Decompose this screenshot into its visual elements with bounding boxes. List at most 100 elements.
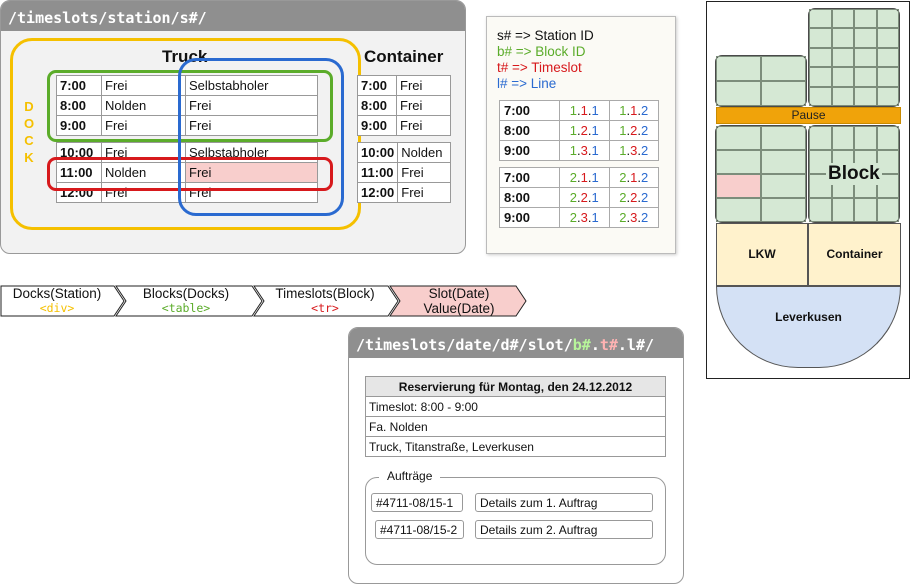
line-highlight bbox=[178, 58, 344, 216]
plan-block-top-left bbox=[715, 55, 807, 107]
time-cell: 8:00 bbox=[357, 95, 397, 116]
reservation-header: Reservierung für Montag, den 24.12.2012 bbox=[365, 376, 666, 397]
legend-row: 9:00 2.3.1 2.3.2 bbox=[498, 207, 659, 228]
flow-step-3-shape bbox=[253, 285, 399, 317]
code-cell: 1.3.2 bbox=[608, 140, 659, 161]
order-id-field[interactable]: #4711-08/15-1 bbox=[371, 493, 463, 512]
reservation-table: Reservierung für Montag, den 24.12.2012 … bbox=[365, 376, 666, 457]
code-cell: 1.2.2 bbox=[608, 120, 659, 141]
slot-cell[interactable]: Frei bbox=[397, 162, 451, 183]
plan-block-bottom-left bbox=[715, 125, 807, 223]
code-cell: 1.1.2 bbox=[608, 100, 659, 121]
legend-row: 8:00 1.2.1 1.2.2 bbox=[498, 120, 659, 141]
plan-leverkusen-label: Leverkusen bbox=[775, 310, 842, 324]
code-cell: 2.3.1 bbox=[559, 207, 610, 228]
flow-step-1-shape bbox=[0, 285, 125, 317]
code-cell: 1.1.1 bbox=[559, 100, 610, 121]
code-cell: 1.2.1 bbox=[559, 120, 610, 141]
dock-letter: K bbox=[24, 150, 34, 165]
slot-url: /timeslots/date/d#/slot/b#.t#.l#/ bbox=[349, 328, 683, 358]
plan-block-label: Block bbox=[826, 163, 882, 185]
orders-legend: Aufträge bbox=[379, 469, 441, 483]
slot-cell[interactable]: Nolden bbox=[397, 142, 451, 163]
slot-cell[interactable]: Frei bbox=[396, 75, 451, 96]
slot-cell[interactable]: Frei bbox=[396, 95, 451, 116]
time-cell: 11:00 bbox=[356, 162, 399, 183]
orders-fieldset bbox=[365, 477, 666, 565]
reservation-vehicle: Truck, Titanstraße, Leverkusen bbox=[365, 436, 666, 457]
legend-row: 7:00 2.1.1 2.1.2 bbox=[498, 167, 659, 188]
code-cell: 1.3.1 bbox=[559, 140, 610, 161]
order-details-link[interactable]: Details zum 1. Auftrag bbox=[475, 493, 653, 512]
slot-cell[interactable]: Nolden bbox=[101, 162, 186, 183]
time-cell: 10:00 bbox=[356, 142, 399, 163]
order-details-link[interactable]: Details zum 2. Auftrag bbox=[475, 520, 653, 539]
slot-cell[interactable]: Nolden bbox=[101, 95, 186, 116]
flow-step-timeslots: Timeslots(Block) <tr> bbox=[275, 286, 375, 315]
legend-row: 7:00 1.1.1 1.1.2 bbox=[498, 100, 659, 121]
legend-timeslot: t# => Timeslot bbox=[497, 60, 582, 75]
legend-station: s# => Station ID bbox=[497, 28, 594, 43]
flow-step-4-shape bbox=[389, 285, 527, 317]
selected-slot-cell[interactable]: Frei bbox=[185, 162, 318, 183]
timeslot-highlight bbox=[47, 157, 333, 191]
dock-letter: D bbox=[24, 99, 34, 114]
time-cell: 8:00 bbox=[498, 120, 561, 141]
time-cell: 7:00 bbox=[56, 75, 102, 96]
flow-step-slot: Slot(Date) Value(Date) bbox=[423, 286, 495, 316]
legend-block-2-table: 7:00 2.1.1 2.1.2 8:00 2.2.1 2.2.2 9:00 2… bbox=[498, 167, 659, 228]
code-cell: 2.1.2 bbox=[608, 167, 659, 188]
time-cell: 8:00 bbox=[56, 95, 102, 116]
flow-step-blocks: Blocks(Docks) <table> bbox=[142, 286, 230, 315]
code-cell: 2.3.2 bbox=[608, 207, 659, 228]
flow-step-2-shape bbox=[115, 285, 263, 317]
flow-step-docks: Docks(Station) <div> bbox=[12, 286, 102, 315]
station-url: /timeslots/station/s#/ bbox=[1, 1, 465, 31]
flow-arrows bbox=[0, 285, 527, 317]
reservation-timeslot: Timeslot: 8:00 - 9:00 bbox=[365, 396, 666, 417]
time-cell: 7:00 bbox=[498, 100, 561, 121]
time-cell: 7:00 bbox=[357, 75, 397, 96]
dock-letter: O bbox=[23, 116, 35, 131]
slot-cell[interactable]: Frei bbox=[185, 115, 318, 136]
time-cell: 9:00 bbox=[498, 140, 561, 161]
dock-label: D O C K bbox=[22, 98, 36, 166]
plan-selected-slot bbox=[716, 174, 761, 198]
reservation-company: Fa. Nolden bbox=[365, 416, 666, 437]
code-cell: 2.2.1 bbox=[559, 187, 610, 208]
time-cell: 9:00 bbox=[357, 115, 397, 136]
time-cell: 9:00 bbox=[56, 115, 102, 136]
slot-cell[interactable]: Frei bbox=[101, 115, 186, 136]
time-cell: 9:00 bbox=[498, 207, 561, 228]
slot-cell[interactable]: Frei bbox=[397, 182, 451, 203]
plan-lkw-area: LKW bbox=[716, 223, 808, 286]
legend-block: b# => Block ID bbox=[497, 44, 586, 59]
order-id-field[interactable]: #4711-08/15-2 bbox=[375, 520, 464, 539]
legend-note: s# => Station ID b# => Block ID t# => Ti… bbox=[486, 16, 676, 254]
legend-row: 9:00 1.3.1 1.3.2 bbox=[498, 140, 659, 161]
time-cell: 7:00 bbox=[498, 167, 561, 188]
slot-cell[interactable]: Frei bbox=[396, 115, 451, 136]
dock-letter: C bbox=[24, 133, 34, 148]
time-cell: 8:00 bbox=[498, 187, 561, 208]
code-cell: 2.2.2 bbox=[608, 187, 659, 208]
code-cell: 2.1.1 bbox=[559, 167, 610, 188]
slot-cell[interactable]: Selbstabholer bbox=[185, 75, 318, 96]
plan-pause-bar: Pause bbox=[716, 107, 901, 124]
legend-row: 8:00 2.2.1 2.2.2 bbox=[498, 187, 659, 208]
time-cell: 12:00 bbox=[356, 182, 399, 203]
